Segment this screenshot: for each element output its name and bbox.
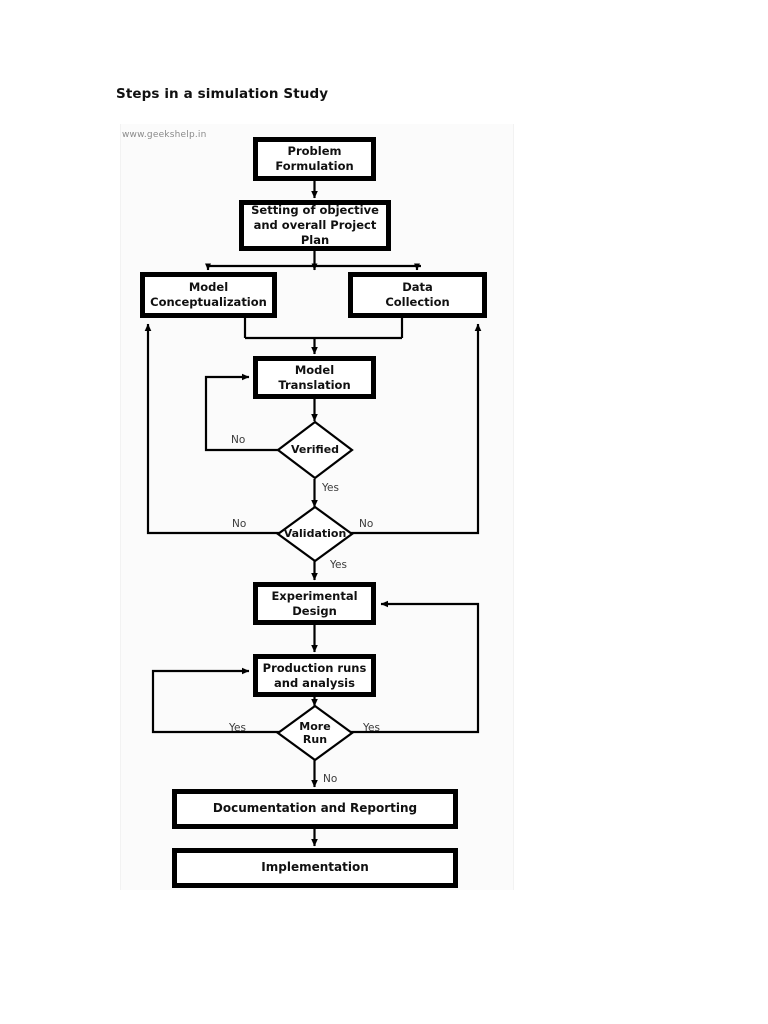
node-label: Experimental Design <box>271 588 358 618</box>
node-label: Setting of objective and overall Project… <box>251 203 379 247</box>
node-setting-objective[interactable]: Setting of objective and overall Project… <box>239 200 391 251</box>
node-label: Model Translation <box>278 362 351 392</box>
node-label: Implementation <box>261 860 369 875</box>
node-model-conceptualization[interactable]: Model Conceptualization <box>140 272 277 318</box>
edge-label-morerun-no: No <box>323 773 338 785</box>
node-validation-decision[interactable] <box>276 505 354 563</box>
edge-label-verified-yes: Yes <box>322 482 339 494</box>
node-verified-decision[interactable] <box>276 420 354 480</box>
edge-label-validation-no-right: No <box>359 518 374 530</box>
node-data-collection[interactable]: Data Collection <box>348 272 487 318</box>
node-label: Problem Formulation <box>275 144 354 173</box>
node-label: Production runs and analysis <box>262 660 367 690</box>
node-label: Documentation and Reporting <box>212 801 418 816</box>
node-label: Data Collection <box>385 280 450 309</box>
edge-label-validation-no-left: No <box>232 518 247 530</box>
node-model-translation[interactable]: Model Translation <box>253 356 376 399</box>
node-implementation[interactable]: Implementation <box>172 848 458 888</box>
node-production-runs[interactable]: Production runs and analysis <box>253 654 376 697</box>
edge-label-morerun-yes-left: Yes <box>229 722 246 734</box>
edge-label-morerun-yes-right: Yes <box>363 722 380 734</box>
edge-label-verified-no: No <box>231 434 246 446</box>
edge-label-validation-yes: Yes <box>330 559 347 571</box>
node-documentation-reporting[interactable]: Documentation and Reporting <box>172 789 458 829</box>
node-experimental-design[interactable]: Experimental Design <box>253 582 376 625</box>
node-problem-formulation[interactable]: Problem Formulation <box>253 137 376 181</box>
node-label: Model Conceptualization <box>150 280 267 309</box>
page-title: Steps in a simulation Study <box>116 86 329 102</box>
node-more-run-decision[interactable] <box>276 704 354 762</box>
watermark-text: www.geekshelp.in <box>122 130 207 140</box>
